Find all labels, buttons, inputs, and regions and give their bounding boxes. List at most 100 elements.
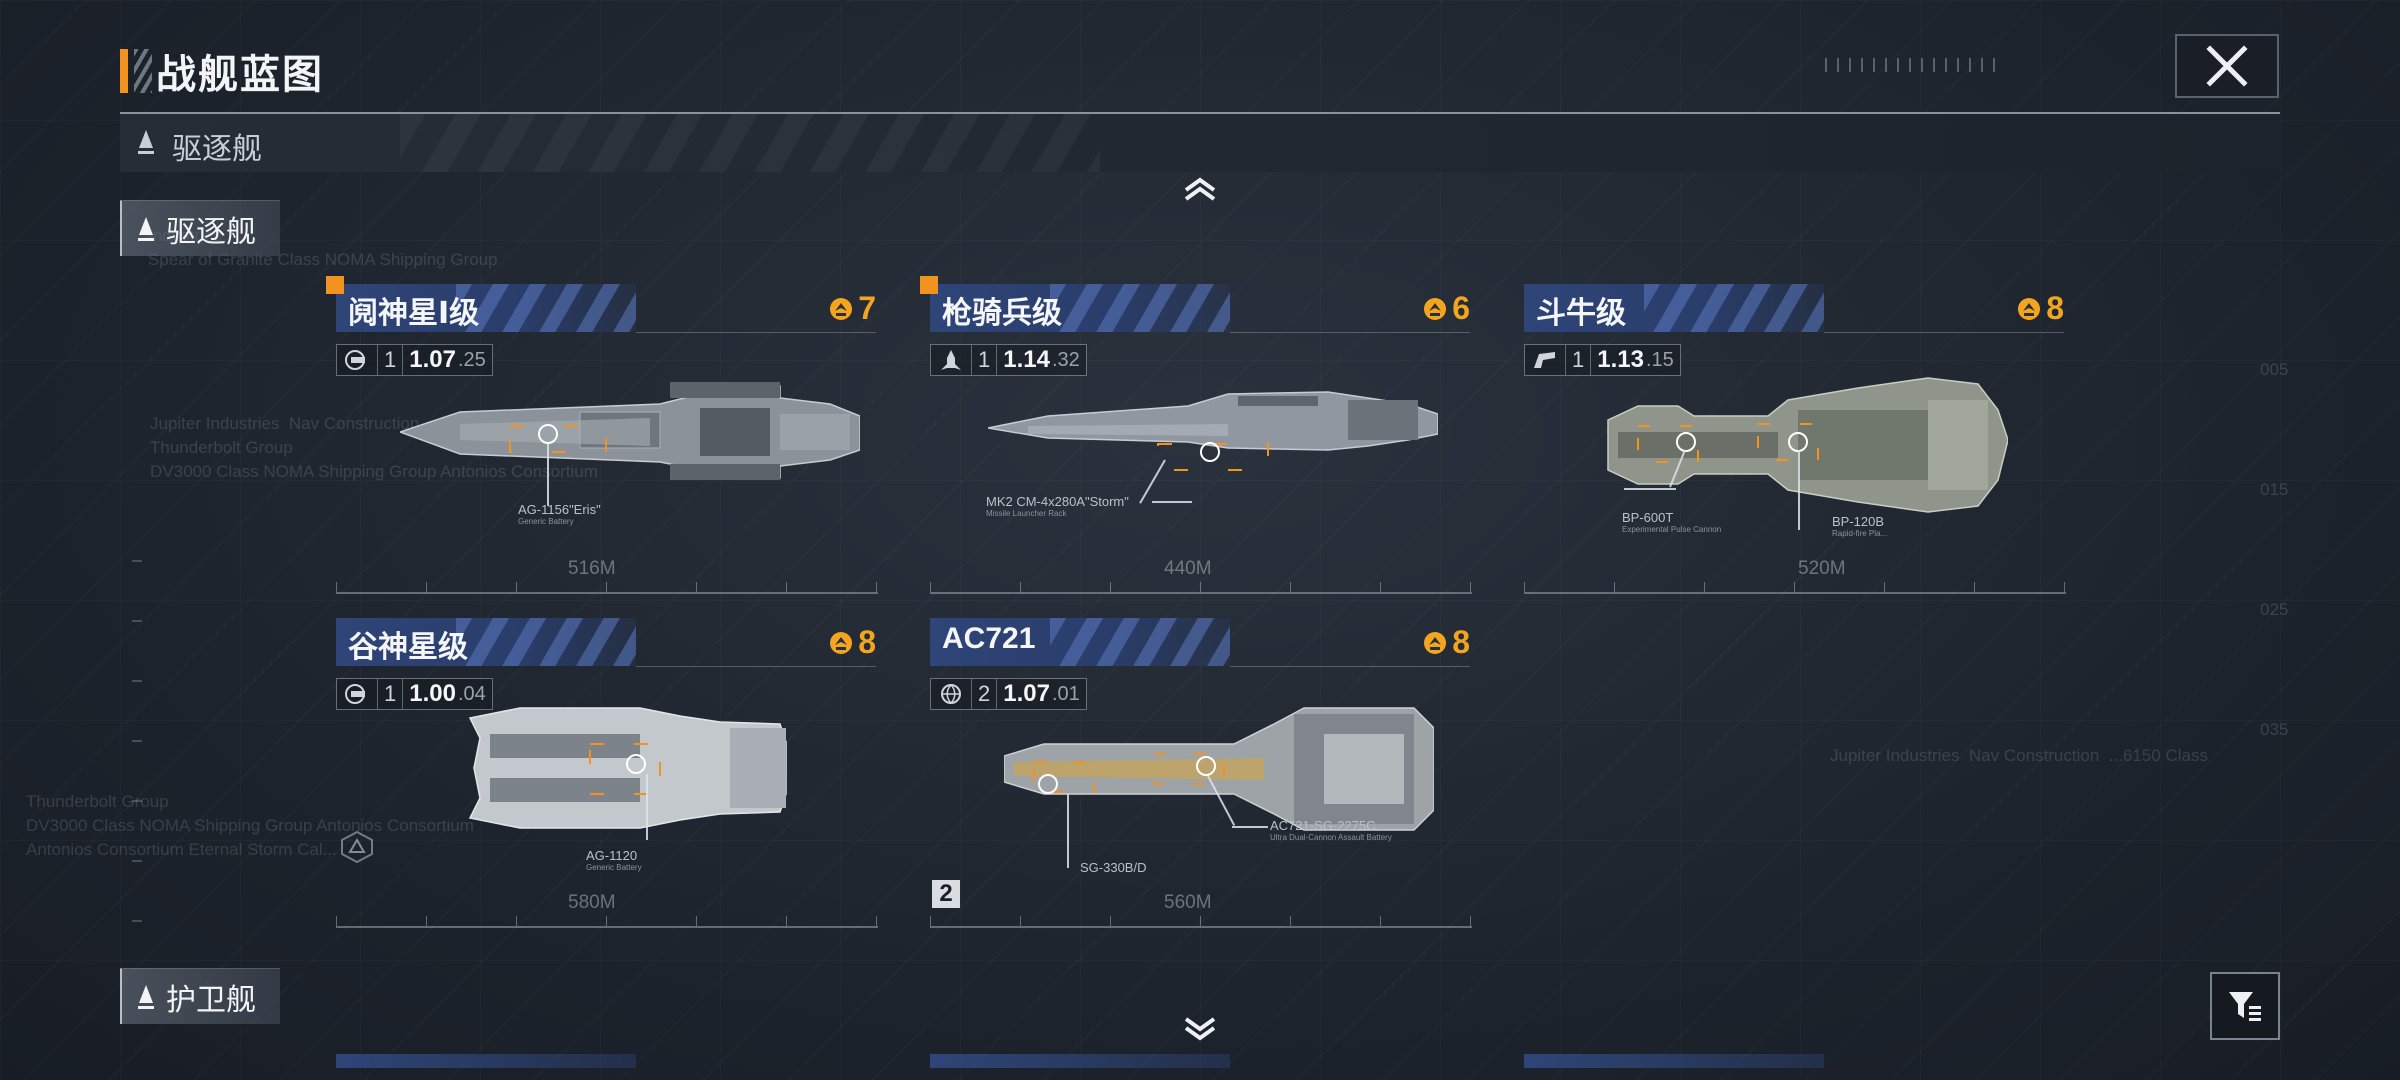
stat-minor: .32 (1051, 348, 1080, 371)
command-cost: 6 (1422, 290, 1470, 327)
weapon-name: SG-330B/D (1080, 860, 1147, 875)
ship-blueprint-image (1004, 707, 1434, 831)
command-cost-value: 7 (858, 290, 876, 326)
command-cost-value: 8 (1452, 624, 1470, 660)
ship-card-ceres[interactable]: 谷神星级 8 1 1.00.04 AG-1120 Generic Battery… (336, 618, 878, 928)
weapon-callout: SG-330B/D (1080, 860, 1146, 875)
title-accent (120, 49, 128, 93)
double-chevron-down-icon[interactable] (1182, 1016, 1218, 1042)
frigate-card-peek (336, 1054, 636, 1068)
weapon-callout: AC721-SG-2275C Ultra Dual-Cannon Assault… (1270, 818, 1392, 842)
weapon-name: BP-120B (1832, 514, 1885, 529)
ship-card-taurus[interactable]: 斗牛级 8 1 1.13.15 BP-600T Experimental Pul… (1524, 284, 2066, 594)
weapon-name: AG-1156"Eris" (518, 502, 601, 517)
length-ruler (336, 912, 878, 928)
ship-blueprint-image (1607, 377, 2008, 513)
leader-line (1230, 332, 1470, 333)
command-point-icon (830, 297, 853, 320)
callout-line (646, 774, 648, 840)
weapon-callout: BP-600T Experimental Pulse Cannon (1622, 510, 1721, 534)
callout-line (1624, 488, 1676, 490)
ship-blueprint-image (400, 382, 860, 480)
category-bar-stripes (400, 114, 1100, 172)
leader-line (636, 666, 876, 667)
stat-icon-cell (337, 345, 378, 375)
ship-length: 580M (568, 892, 616, 913)
section-tag-destroyer[interactable]: 驱逐舰 (120, 200, 280, 256)
stat-major: 1.13 (1597, 346, 1644, 373)
name-band (336, 618, 636, 666)
ship-name: 谷神星级 (348, 630, 468, 665)
weapon-callout: BP-120B Rapid-fire Pla... (1832, 514, 1887, 538)
name-band (930, 284, 1230, 332)
left-tick-marks (132, 560, 142, 980)
stat-major: 1.07 (1003, 680, 1050, 707)
callout-line (1152, 501, 1192, 503)
weapon-type: Generic Battery (586, 863, 642, 872)
command-cost-value: 8 (2046, 290, 2064, 326)
ship-stats: 1 1.07.25 (336, 344, 493, 376)
name-band (1524, 284, 1824, 332)
carrier-icon (345, 684, 365, 704)
stat-major: 1.14 (1003, 346, 1050, 373)
command-cost: 7 (828, 290, 876, 327)
ship-stats: 1 1.13.15 (1524, 344, 1681, 376)
ship-tier: 1 (972, 345, 998, 375)
weapon-type: Rapid-fire Pla... (1832, 529, 1888, 538)
weapon-callout: AG-1156"Eris" Generic Battery (518, 502, 601, 526)
ship-card-eris[interactable]: 阋神星I级 7 1 1.07.25 AG-1156"Eris" Generic … (326, 276, 878, 594)
ship-stats: 2 1.07.01 (930, 678, 1087, 710)
ship-tier: 1 (378, 679, 404, 709)
background-text: Thunderbolt Group DV3000 Class NOMA Ship… (26, 792, 474, 859)
command-cost: 8 (1422, 624, 1470, 661)
ship-name: 枪骑兵级 (942, 296, 1062, 331)
category-bar-label: 驱逐舰 (172, 132, 262, 167)
weapon-type: Ultra Dual-Cannon Assault Battery (1270, 833, 1392, 842)
length-ruler (1524, 578, 2066, 594)
leader-line (1824, 332, 2064, 333)
title-slash-deco (134, 49, 152, 93)
callout-line (1067, 794, 1069, 868)
stat-major: 1.00 (409, 680, 456, 707)
background-text: Jupiter Industries Nav Construction ...6… (1830, 746, 2208, 765)
close-button[interactable] (2175, 34, 2279, 98)
ship-tier: 2 (972, 679, 998, 709)
weapon-callout: AG-1120 Generic Battery (586, 848, 642, 872)
weapon-name: MK2 CM-4x280A"Storm" (986, 494, 1129, 509)
name-band (336, 284, 636, 332)
ship-card-lancer[interactable]: 枪骑兵级 6 1 1.14.32 MK2 CM-4x280A"Storm" Mi… (920, 276, 1472, 594)
length-ruler (336, 578, 878, 594)
command-cost-value: 8 (858, 624, 876, 660)
ship-name: 阋神星I级 (348, 296, 480, 331)
globe-icon (941, 684, 961, 705)
command-point-icon (830, 631, 853, 654)
scale-label: 025 (2260, 600, 2289, 619)
ship-length: 516M (568, 558, 616, 579)
command-cost: 8 (828, 624, 876, 661)
filter-button[interactable] (2210, 972, 2280, 1040)
stat-major: 1.07 (409, 346, 456, 373)
ship-card-ac721[interactable]: AC721 8 2 1.07.01 SG-330B/D AC721-SG-227… (930, 618, 1472, 928)
section-tag-frigate[interactable]: 护卫舰 (120, 968, 280, 1024)
stat-minor: .04 (457, 682, 486, 705)
weapon-name: AG-1120 (586, 848, 638, 863)
scale-label: 005 (2260, 360, 2289, 379)
category-bar[interactable]: 驱逐舰 (120, 114, 2280, 172)
length-ruler (930, 578, 1472, 594)
ship-tier: 1 (1566, 345, 1592, 375)
ship-length: 520M (1798, 558, 1846, 579)
missile-icon (941, 350, 961, 370)
count-badge: 2 (932, 880, 960, 908)
header-ticks (1825, 58, 1995, 72)
command-cost-value: 6 (1452, 290, 1470, 326)
page-title: 战舰蓝图 (156, 52, 324, 98)
callout-line (1232, 826, 1268, 828)
weapon-type: Experimental Pulse Cannon (1622, 525, 1722, 534)
stat-minor: .25 (457, 348, 486, 371)
weapon-name: BP-600T (1622, 510, 1674, 525)
cannon-icon (1534, 352, 1555, 368)
chevron-up-icon[interactable] (1182, 176, 1218, 202)
ship-triangle-icon (138, 984, 154, 1009)
leader-line (636, 332, 876, 333)
ship-stats: 1 1.14.32 (930, 344, 1087, 376)
